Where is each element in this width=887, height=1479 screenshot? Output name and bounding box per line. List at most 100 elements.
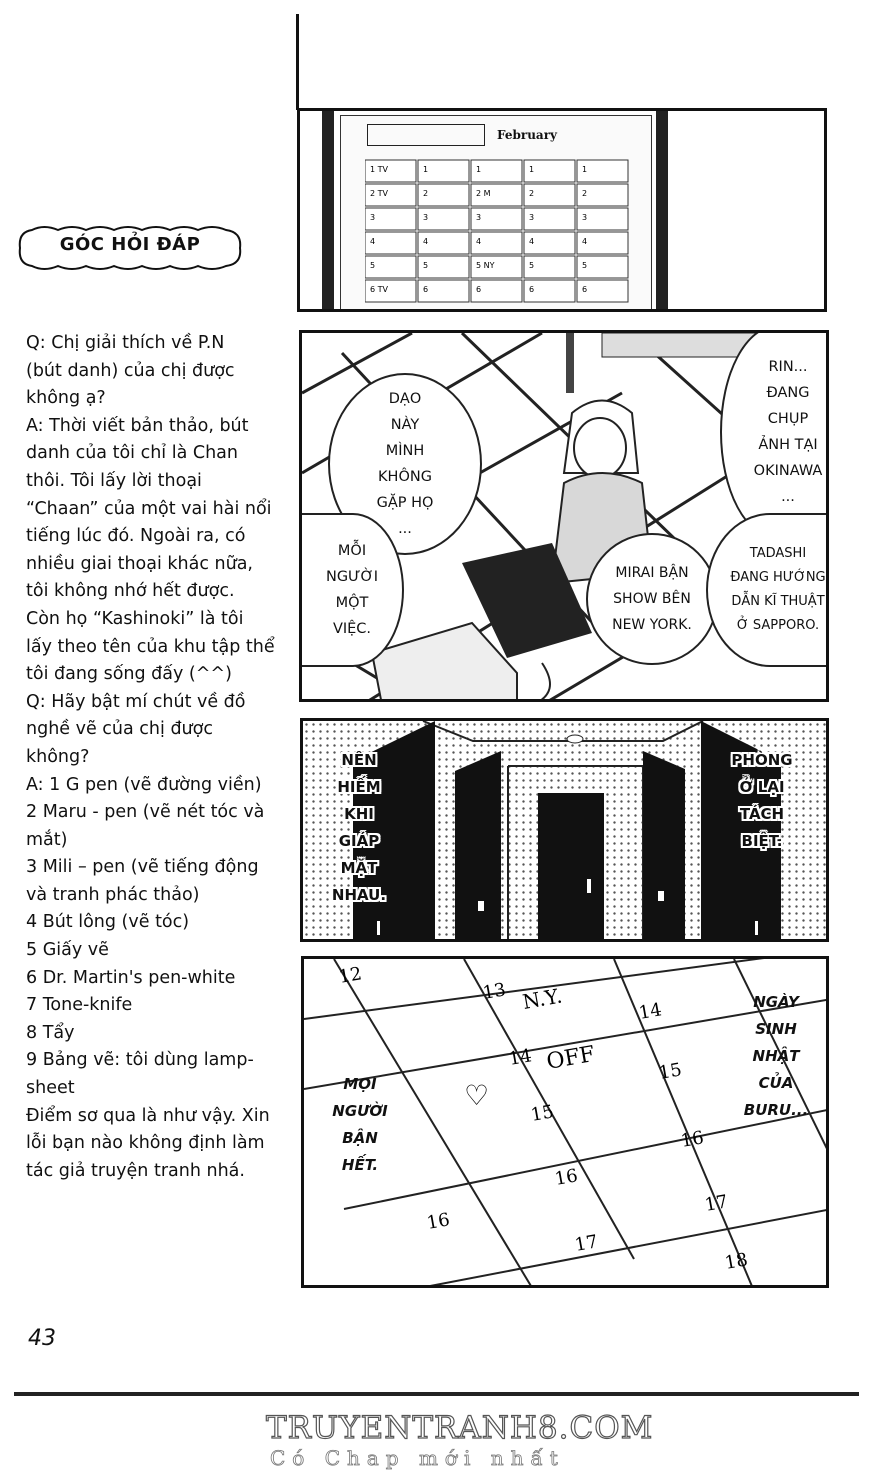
calendar-cell-label: 6 [582, 285, 587, 294]
calendar-cell-label: 1 [529, 165, 534, 174]
qa-line: Q: Chị giải thích về P.N [26, 333, 225, 353]
qa-line: Q: Hãy bật mí chút về đồ [26, 691, 246, 712]
qa-text: Q: Chị giải thích về P.N(bút danh) của c… [26, 330, 276, 1185]
qa-line: A: Thời viết bản thảo, bút [26, 415, 249, 436]
calendar-cell-label: 3 [370, 213, 375, 222]
calendar-cell-label: 3 [529, 213, 534, 222]
calendar-cell [576, 207, 629, 231]
calendar-cell-label: 4 [529, 237, 534, 246]
cloud-banner-icon [18, 226, 242, 270]
caption-moi-nguoi-ban-het: MỌI NGƯỜI BẬN HẾT. [332, 1075, 388, 1174]
calendar-line [613, 959, 753, 1285]
speech-bubble-rin: RIN... ĐANG CHỤP ẢNH TẠI OKINAWA ... [720, 333, 826, 539]
calendar-cell [365, 183, 417, 207]
calendar-cell [523, 255, 576, 279]
calendar-cell [470, 231, 523, 255]
qa-line: lỗi bạn nào không định làm [26, 1133, 265, 1154]
qa-line: nhiều giai thoại khác nữa, [26, 553, 253, 574]
calendar-cell-label: 2 M [476, 189, 491, 198]
speech-bubble-mirai: MIRAI BẬN SHOW BÊN NEW YORK. [586, 533, 718, 665]
qa-line: 6 Dr. Martin's pen-white [26, 967, 236, 988]
calendar-date-label: 18 [723, 1249, 749, 1274]
caption-phong-o-lai: PHÒNG Ở LẠI TÁCH BIỆT. [731, 751, 793, 850]
calendar-cell-label: 5 [423, 261, 428, 270]
corridor-illustration [353, 721, 781, 939]
calendar-cell-label: 4 [582, 237, 587, 246]
calendar-cell-label: 1 [423, 165, 428, 174]
calendar-cell-label: 2 [423, 189, 428, 198]
calendar-cell-label: 5 NY [476, 261, 495, 270]
qa-line: tôi đang sống đấy (^^) [26, 664, 232, 685]
calendar-cell [365, 279, 417, 303]
calendar-cell-label: 3 [582, 213, 587, 222]
qa-line: “Chaan” của một vai hài nổi [26, 498, 272, 519]
calendar-cell [523, 207, 576, 231]
calendar-cell [470, 159, 523, 183]
calendar-cell-label: 4 [370, 237, 375, 246]
calendar-date-label: 17 [703, 1191, 729, 1216]
qa-line: Điểm sơ qua là như vậy. Xin [26, 1105, 270, 1126]
speech-text: RIN... ĐANG CHỤP ẢNH TẠI OKINAWA ... [753, 359, 823, 505]
calendar-cell [417, 255, 470, 279]
calendar-cell [470, 279, 523, 303]
calendar-date-label: 15 [657, 1059, 683, 1084]
calendar-line [304, 999, 826, 1090]
panel-room: DẠO NÀY MÌNH KHÔNG GẶP HỌ ... MỖI NGƯỜI … [299, 330, 829, 702]
speech-bubble-tadashi: TADASHI ĐANG HƯỚNG DẪN KĨ THUẬT Ở SAPPOR… [706, 513, 826, 667]
qa-line: không? [26, 746, 90, 767]
calendar-line [463, 959, 635, 1260]
calendar-line [304, 959, 765, 1020]
qa-line: 2 Maru - pen (vẽ nét tóc và [26, 802, 265, 823]
calendar-cell-label: 3 [476, 213, 481, 222]
qa-line: thôi. Tôi lấy lời thoại [26, 470, 202, 491]
calendar-cell-label: 3 [423, 213, 428, 222]
calendar-cell-label: 4 [423, 237, 428, 246]
calendar-cell-label: 1 [476, 165, 481, 174]
calendar-cell [417, 207, 470, 231]
calendar-cell-label: 2 [582, 189, 587, 198]
qa-title: GÓC HỎI ĐÁP [59, 234, 201, 255]
calendar-cell [417, 279, 470, 303]
calendar-line [333, 959, 532, 1285]
calendar-cell-label: 5 [529, 261, 534, 270]
calendar-name-box [367, 124, 485, 146]
calendar-line [430, 1209, 826, 1285]
calendar-cell [365, 255, 417, 279]
calendar-date-label: 12 [337, 963, 363, 988]
calendar-cell-label: 6 TV [370, 285, 389, 294]
speech-text: DẠO NÀY MÌNH KHÔNG GẶP HỌ ... [376, 391, 434, 537]
qa-line: 7 Tone-knife [26, 995, 133, 1016]
qa-line: sheet [26, 1078, 75, 1099]
calendar-date-label: N.Y. [521, 983, 564, 1014]
calendar-cell-label: 4 [476, 237, 481, 246]
calendar-cell [523, 231, 576, 255]
watermark-tagline: Có Chap mới nhất [270, 1446, 565, 1471]
calendar-cell [470, 207, 523, 231]
caption-nen-hiem-khi: NÊN HIẾM KHI GIÁP MẶT NHAU. [331, 751, 387, 904]
caption-ngay-sinh-nhat: NGÀY SINH NHẬT CỦA BURU... [743, 993, 809, 1119]
calendar-cell [523, 279, 576, 303]
qa-line: tôi không nhớ hết được. [26, 581, 235, 602]
calendar-date-label: 15 [529, 1101, 555, 1126]
watermark-site: TRUYENTRANH8.COM [265, 1409, 654, 1446]
wall-pillar-left [322, 111, 334, 309]
calendar-cell [470, 255, 523, 279]
calendar-date-label: 14 [507, 1045, 533, 1070]
calendar-date-label: 16 [425, 1209, 451, 1234]
calendar-cell [576, 231, 629, 255]
calendar-cell-label: 5 [370, 261, 375, 270]
qa-line: A: 1 G pen (vẽ đường viền) [26, 774, 262, 795]
calendar-month: February [497, 128, 558, 142]
calendar-line [733, 959, 826, 1150]
page-number: 43 [28, 1326, 56, 1351]
calendar-cell-label: 6 [476, 285, 481, 294]
qa-line: lấy theo tên của khu tập thể [26, 636, 275, 657]
calendar-cell [576, 279, 629, 303]
calendar-cell-label: 1 [582, 165, 587, 174]
calendar-cell [523, 159, 576, 183]
